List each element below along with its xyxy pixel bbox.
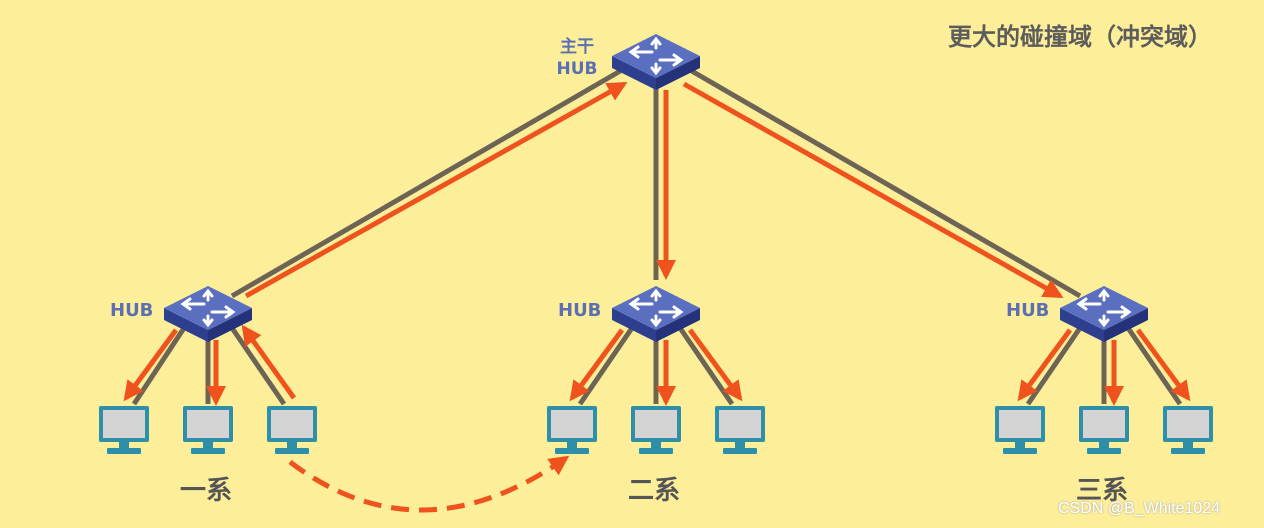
computer-icon-g1-2 bbox=[183, 406, 233, 454]
computers-layer bbox=[99, 406, 1213, 454]
group-label-3: 三系 bbox=[1076, 476, 1129, 506]
computer-icon-g2-1 bbox=[547, 406, 597, 454]
signal-arrow-hub1-to-backbone bbox=[244, 81, 628, 299]
signal-arrow-hub1-pc1 bbox=[123, 328, 179, 402]
watermark: CSDN @B_White1024 bbox=[1058, 500, 1221, 517]
hub-icon-3 bbox=[1060, 286, 1148, 342]
signal-arrows bbox=[123, 81, 1191, 513]
hubs-layer bbox=[164, 34, 1148, 342]
cable-backbone-hub3 bbox=[688, 67, 1082, 299]
hub-label-2: HUB bbox=[558, 300, 602, 321]
backbone-cables bbox=[230, 67, 1082, 299]
signal-arrow-hub3-pc1 bbox=[1017, 328, 1073, 402]
signal-arrow-hub3-pc3 bbox=[1135, 328, 1191, 402]
diagram-title: 更大的碰撞域（冲突域） bbox=[948, 23, 1212, 51]
backbone-hub-icon bbox=[612, 34, 700, 90]
computer-icon-g3-2 bbox=[1079, 406, 1129, 454]
backbone-hub-label: 主干 HUB bbox=[550, 36, 604, 80]
signal-arrow-pc3-hub1 bbox=[241, 324, 297, 400]
backbone-label-line2: HUB bbox=[556, 59, 598, 79]
signal-arrow-hub2-pc1 bbox=[569, 328, 625, 402]
hub-label-3: HUB bbox=[1006, 300, 1050, 321]
group-label-1: 一系 bbox=[180, 476, 233, 506]
cable-hub2-pc3 bbox=[675, 323, 735, 406]
computer-icon-g2-2 bbox=[631, 406, 681, 454]
hub-label-1: HUB bbox=[110, 300, 154, 321]
cable-hub2-pc1 bbox=[577, 323, 637, 406]
cable-hub1-pc1 bbox=[131, 323, 189, 406]
computer-icon-g3-3 bbox=[1163, 406, 1213, 454]
group-label-2: 二系 bbox=[628, 476, 681, 506]
computer-icon-g2-3 bbox=[715, 406, 765, 454]
cable-hub3-pc3 bbox=[1123, 323, 1183, 406]
backbone-label-line1: 主干 bbox=[560, 37, 594, 57]
signal-arrow-backbone-to-hub3 bbox=[682, 81, 1064, 299]
cable-hub3-pc1 bbox=[1025, 323, 1085, 406]
computer-icon-g1-3 bbox=[267, 406, 317, 454]
computer-icon-g1-1 bbox=[99, 406, 149, 454]
signal-arrow-dashed-pc3-to-group2 bbox=[288, 455, 570, 513]
signal-arrow-hub2-pc3 bbox=[687, 328, 743, 402]
computer-icon-g3-1 bbox=[995, 406, 1045, 454]
hub-icon-2 bbox=[612, 286, 700, 342]
cable-hub1-pc3 bbox=[227, 323, 287, 406]
hub-icon-1 bbox=[164, 286, 252, 342]
cable-backbone-hub1 bbox=[230, 67, 624, 299]
